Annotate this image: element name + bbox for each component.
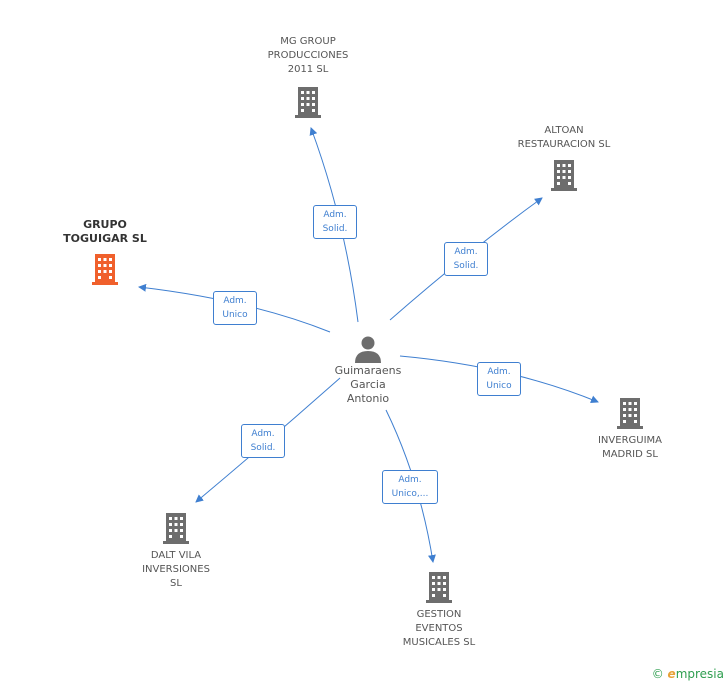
building-icon <box>426 572 452 603</box>
company-name: GESTION EVENTOS MUSICALES SL <box>402 609 476 648</box>
relation-label-mg[interactable]: Adm. Solid. <box>313 205 357 239</box>
relation-label-dalt[interactable]: Adm. Solid. <box>241 424 285 458</box>
empresia-logo[interactable]: © empresia <box>652 667 724 681</box>
building-icon <box>617 398 643 429</box>
company-node-altoan[interactable]: ALTOAN RESTAURACION SL <box>504 124 624 192</box>
company-name: DALT VILA INVERSIONES SL <box>142 550 210 589</box>
building-icon <box>551 160 577 191</box>
copyright-symbol: © <box>651 667 664 681</box>
relation-label-gestion[interactable]: Adm. Unico,... <box>382 470 438 504</box>
relation-label-inverguima[interactable]: Adm. Unico <box>477 362 521 396</box>
person-name: Guimaraens Garcia Antonio <box>334 364 402 405</box>
brand-name: mpresia <box>675 667 724 681</box>
relation-label-grupo[interactable]: Adm. Unico <box>213 291 257 325</box>
building-icon <box>92 254 118 285</box>
company-node-grupo[interactable]: GRUPO TOGUIGAR SL <box>50 218 160 286</box>
company-name: MG GROUP PRODUCCIONES 2011 SL <box>267 36 349 75</box>
company-node-gestion[interactable]: GESTION EVENTOS MUSICALES SL <box>380 570 498 650</box>
person-icon <box>355 336 381 363</box>
company-node-dalt[interactable]: DALT VILA INVERSIONES SL <box>118 511 234 591</box>
brand-e: e <box>667 667 676 681</box>
relation-label-altoan[interactable]: Adm. Solid. <box>444 242 488 276</box>
company-node-mg[interactable]: MG GROUP PRODUCCIONES 2011 SL <box>248 35 368 119</box>
building-icon <box>163 513 189 544</box>
company-name: INVERGUIMA MADRID SL <box>597 435 663 460</box>
company-name: GRUPO TOGUIGAR SL <box>63 218 147 245</box>
company-node-inverguima[interactable]: INVERGUIMA MADRID SL <box>572 396 688 462</box>
building-icon <box>295 87 321 118</box>
person-node[interactable]: Guimaraens Garcia Antonio <box>318 334 418 406</box>
company-name: ALTOAN RESTAURACION SL <box>517 125 611 150</box>
